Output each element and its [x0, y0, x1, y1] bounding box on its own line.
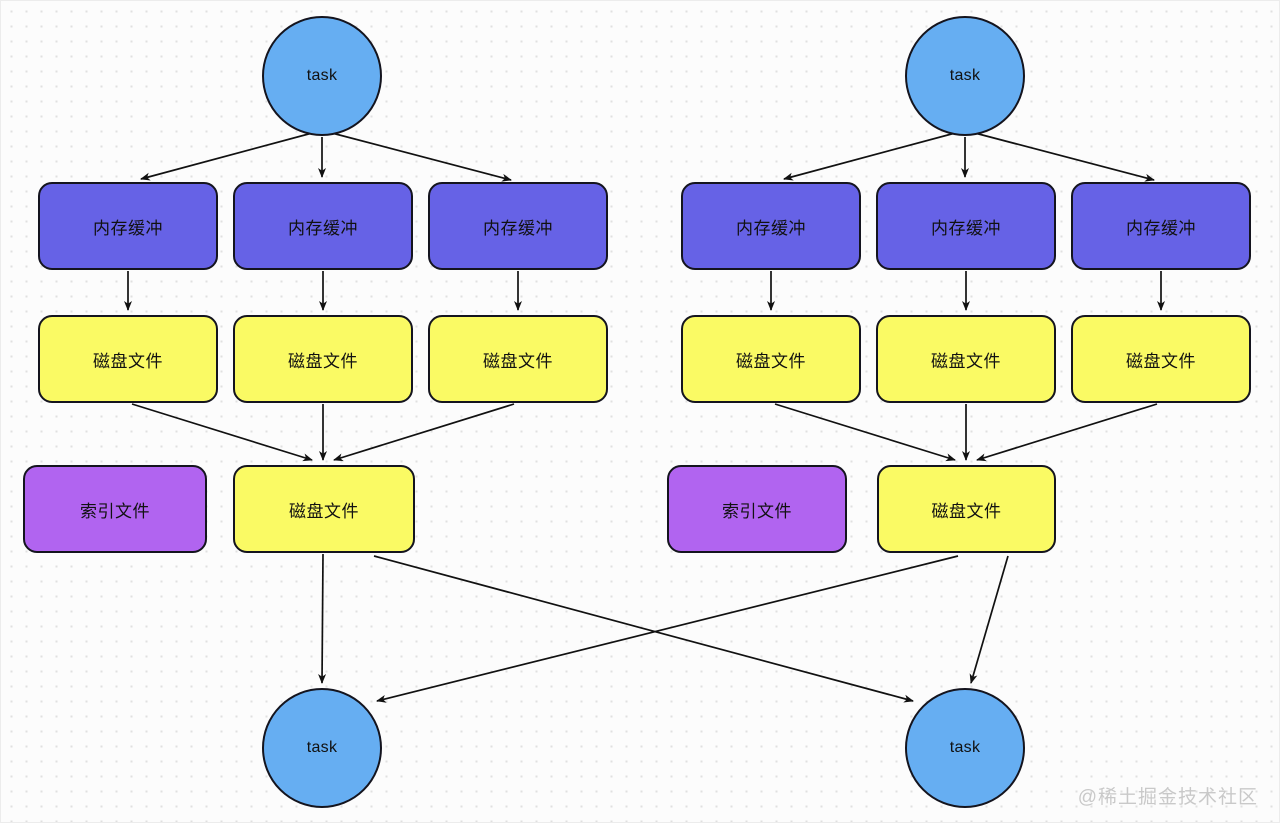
node-disk-file-left-3: 磁盘文件: [428, 315, 608, 403]
node-memory-buffer-left-2: 内存缓冲: [233, 182, 413, 270]
node-index-file-right: 索引文件: [667, 465, 847, 553]
node-disk-file-left-1: 磁盘文件: [38, 315, 218, 403]
node-memory-buffer-right-2: 内存缓冲: [876, 182, 1056, 270]
node-index-file-left: 索引文件: [23, 465, 207, 553]
edge-task-top-left-to-memory-buffer-left-3: [327, 131, 512, 182]
node-disk-file-left-2: 磁盘文件: [233, 315, 413, 403]
node-disk-file-merged-right: 磁盘文件: [877, 465, 1056, 553]
node-memory-buffer-right-1: 内存缓冲: [681, 182, 861, 270]
node-disk-file-merged-left: 磁盘文件: [233, 465, 415, 553]
edge-disk-file-right-3-to-disk-file-merged-right: [976, 403, 1158, 462]
node-task-bottom-right: task: [905, 688, 1025, 808]
node-memory-buffer-left-1: 内存缓冲: [38, 182, 218, 270]
edge-task-top-right-to-memory-buffer-right-3: [970, 131, 1155, 182]
node-task-top-right: task: [905, 16, 1025, 136]
node-task-bottom-left: task: [262, 688, 382, 808]
node-disk-file-right-1: 磁盘文件: [681, 315, 861, 403]
edge-disk-file-left-3-to-disk-file-merged-left: [333, 403, 515, 462]
node-memory-buffer-left-3: 内存缓冲: [428, 182, 608, 270]
edge-disk-file-right-1-to-disk-file-merged-right: [774, 403, 956, 462]
watermark: @稀土掘金技术社区: [1077, 787, 1258, 808]
edge-task-top-left-to-memory-buffer-left-1: [140, 131, 317, 181]
node-memory-buffer-right-3: 内存缓冲: [1071, 182, 1251, 270]
edge-disk-file-merged-left-to-task-bottom-right: [373, 555, 914, 703]
edge-disk-file-merged-right-to-task-bottom-left: [376, 555, 959, 703]
edge-disk-file-merged-left-to-task-bottom-left: [318, 553, 327, 684]
edge-disk-file-left-1-to-disk-file-merged-left: [131, 403, 313, 462]
node-task-top-left: task: [262, 16, 382, 136]
edge-disk-file-merged-right-to-task-bottom-right: [969, 555, 1009, 684]
edge-task-top-right-to-memory-buffer-right-1: [783, 131, 960, 181]
node-disk-file-right-3: 磁盘文件: [1071, 315, 1251, 403]
node-disk-file-right-2: 磁盘文件: [876, 315, 1056, 403]
